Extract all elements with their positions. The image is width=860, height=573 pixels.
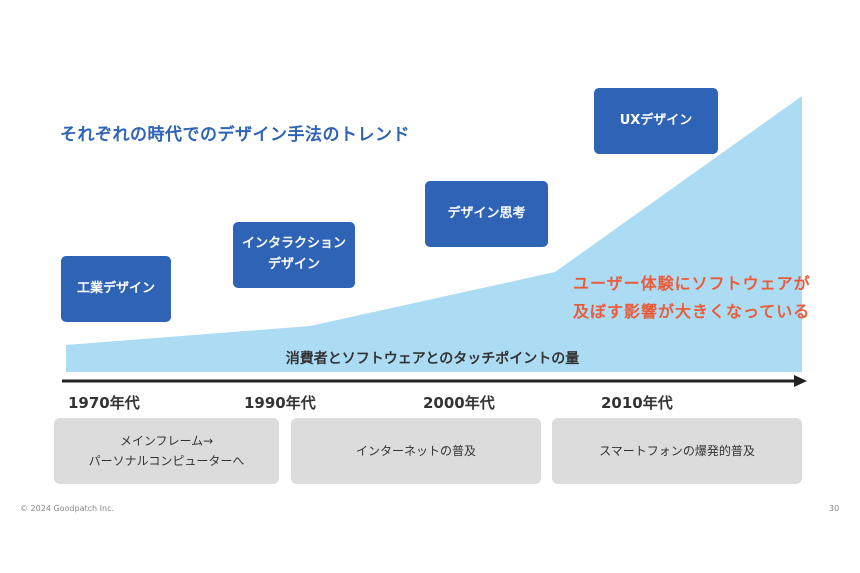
axis-caption: 消費者とソフトウェアとのタッチポイントの量 [285, 351, 580, 367]
copyright-footer: © 2024 Goodpatch Inc. [20, 504, 115, 513]
slide-title: それぞれの時代でのデザイン手法のトレンド [60, 125, 410, 145]
decade-label-1970s: 1970年代 [68, 394, 140, 412]
timeline-arrowhead [794, 375, 807, 387]
era-box-ux-design: UXデザイン [594, 88, 718, 154]
decade-label-2000s: 2000年代 [423, 394, 495, 412]
callout-text: ユーザー体験にソフトウェアが 及ぼす影響が大きくなっている [573, 274, 811, 321]
page-number: 30 [829, 504, 840, 513]
touchpoint-growth-area [66, 96, 802, 372]
phase-box-mainframe-to-pc: メインフレーム→ パーソナルコンピューターへ [54, 418, 279, 484]
era-box-interaction-design: インタラクション デザイン [233, 222, 355, 288]
decade-label-1990s: 1990年代 [244, 394, 316, 412]
phase-box-internet: インターネットの普及 [291, 418, 541, 484]
phase-box-smartphone: スマートフォンの爆発的普及 [552, 418, 802, 484]
era-box-industrial-design: 工業デザイン [61, 256, 171, 322]
decade-label-2010s: 2010年代 [601, 394, 673, 412]
era-box-design-thinking: デザイン思考 [425, 181, 548, 247]
